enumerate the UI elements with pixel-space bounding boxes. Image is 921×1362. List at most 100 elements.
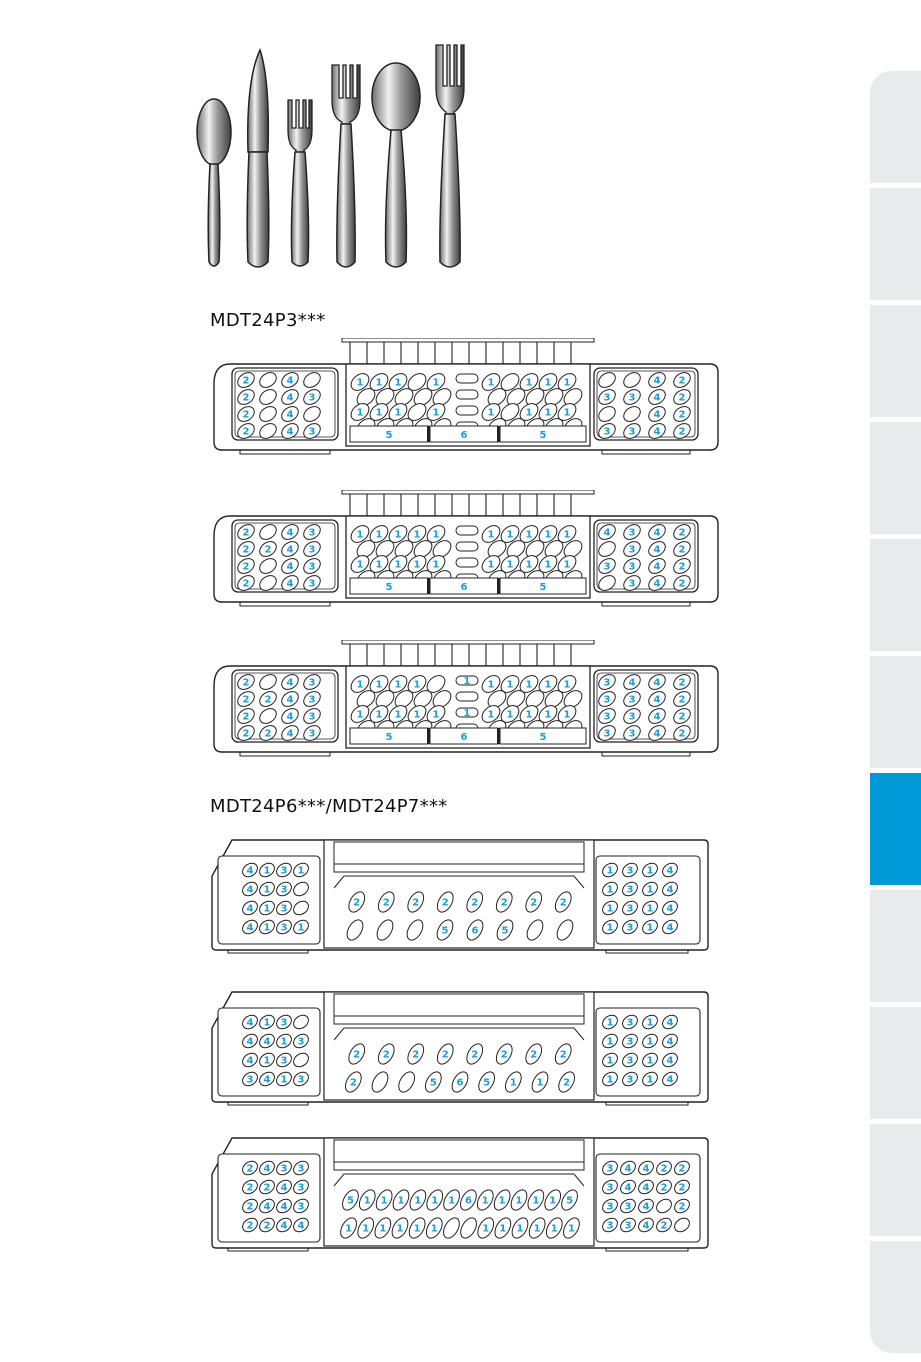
slot-number: 1 — [395, 378, 402, 389]
left-slot: 4 — [242, 881, 258, 897]
middle-slot: 1 — [481, 705, 501, 723]
compartment-number: 5 — [386, 582, 393, 593]
right-slot: 1 — [642, 1014, 658, 1030]
middle-slot: 1 — [350, 705, 370, 723]
section-tab-11[interactable] — [870, 1240, 921, 1353]
right-slot: 3 — [620, 1198, 636, 1214]
slot-number: 4 — [654, 562, 661, 573]
slot-number: 2 — [442, 898, 449, 909]
middle-slot: 1 — [538, 373, 558, 391]
slot-number: 2 — [383, 1050, 390, 1061]
center-slot: 1 — [455, 675, 479, 687]
left-slot: 4 — [242, 919, 258, 935]
right-slot: 2 — [674, 1160, 690, 1176]
middle-slot: 1 — [426, 705, 446, 723]
left-slot — [259, 389, 277, 405]
middle-slot: 1 — [369, 525, 389, 543]
left-slot: 4 — [259, 1198, 275, 1214]
section-tab-10[interactable] — [870, 1123, 921, 1236]
slot-number: 1 — [264, 923, 271, 934]
slot-number: 4 — [643, 1202, 650, 1213]
right-slot: 4 — [648, 406, 666, 422]
section-tab-1[interactable] — [870, 70, 921, 183]
middle-slot: 1 — [538, 525, 558, 543]
right-slot: 4 — [648, 674, 666, 690]
slot-number: 3 — [627, 1018, 634, 1029]
left-slot: 4 — [281, 541, 299, 557]
left-slot: 3 — [303, 691, 321, 707]
slot-number: 1 — [545, 680, 552, 691]
slot-number: 1 — [264, 885, 271, 896]
middle-slot: 1 — [545, 1217, 563, 1239]
bottom-compartment: 6 — [429, 425, 499, 443]
section-tab-3[interactable] — [870, 304, 921, 417]
right-slot: 2 — [673, 708, 691, 724]
slot-number: 2 — [243, 579, 250, 590]
middle-slot: 1 — [557, 403, 577, 421]
left-slot: 4 — [281, 389, 299, 405]
left-slot — [259, 524, 277, 540]
slot-number: 2 — [350, 1078, 357, 1089]
slot-number: 3 — [627, 1056, 634, 1067]
middle-slot: 1 — [388, 403, 408, 421]
slot-number: 2 — [247, 1202, 254, 1213]
slot-number: 1 — [433, 408, 440, 419]
slot-number: 1 — [607, 1056, 614, 1067]
right-slot: 3 — [622, 900, 638, 916]
right-basket-frame — [595, 1153, 701, 1243]
slot-number: 1 — [607, 1018, 614, 1029]
slot-number: 4 — [654, 712, 661, 723]
section-tab-9[interactable] — [870, 1006, 921, 1119]
left-slot — [293, 881, 309, 897]
slot-number: 1 — [526, 560, 533, 571]
middle-slot — [525, 690, 545, 708]
left-slot: 2 — [237, 524, 255, 540]
right-slot: 2 — [656, 1217, 672, 1233]
section-tab-7[interactable] — [870, 772, 921, 885]
slot-number: 1 — [564, 408, 571, 419]
slot-number: 1 — [526, 530, 533, 541]
salad-fork-icon — [287, 99, 313, 267]
middle-slot: 2 — [495, 1043, 513, 1065]
left-slot: 4 — [281, 674, 299, 690]
middle-slot: 1 — [388, 555, 408, 573]
left-slot: 2 — [237, 674, 255, 690]
right-slot: 2 — [673, 575, 691, 591]
slot-number: 3 — [629, 562, 636, 573]
slot-number: 2 — [243, 528, 250, 539]
dinner-fork-icon — [331, 64, 361, 268]
section-tab-5[interactable] — [870, 538, 921, 651]
slot-number: 1 — [510, 1078, 517, 1089]
middle-slot: 2 — [344, 1071, 362, 1093]
slot-number: 2 — [265, 695, 272, 706]
right-slot: 3 — [598, 725, 616, 741]
section-tab-6[interactable] — [870, 655, 921, 768]
section-tab-4[interactable] — [870, 421, 921, 534]
right-slot: 3 — [623, 423, 641, 439]
slot-number: 1 — [395, 530, 402, 541]
slot-number: 2 — [530, 1050, 537, 1061]
right-slot: 3 — [623, 708, 641, 724]
slot-number: 1 — [516, 1196, 523, 1207]
middle-slot: 2 — [466, 891, 484, 913]
slot-number: 1 — [357, 378, 364, 389]
slot-number: 4 — [654, 427, 661, 438]
middle-slot: 1 — [494, 1217, 512, 1239]
middle-slot: 2 — [436, 1043, 454, 1065]
right-slot: 3 — [622, 1052, 638, 1068]
section-tab-2[interactable] — [870, 187, 921, 300]
middle-slot: 1 — [350, 555, 370, 573]
middle-slot: 1 — [388, 675, 408, 693]
right-slot: 4 — [638, 1198, 654, 1214]
middle-slot — [407, 403, 427, 421]
middle-slot: 1 — [391, 1217, 409, 1239]
center-slot — [455, 389, 479, 400]
left-slot: 4 — [281, 575, 299, 591]
section-tab-8[interactable] — [870, 889, 921, 1002]
left-slot: 3 — [276, 1160, 292, 1176]
